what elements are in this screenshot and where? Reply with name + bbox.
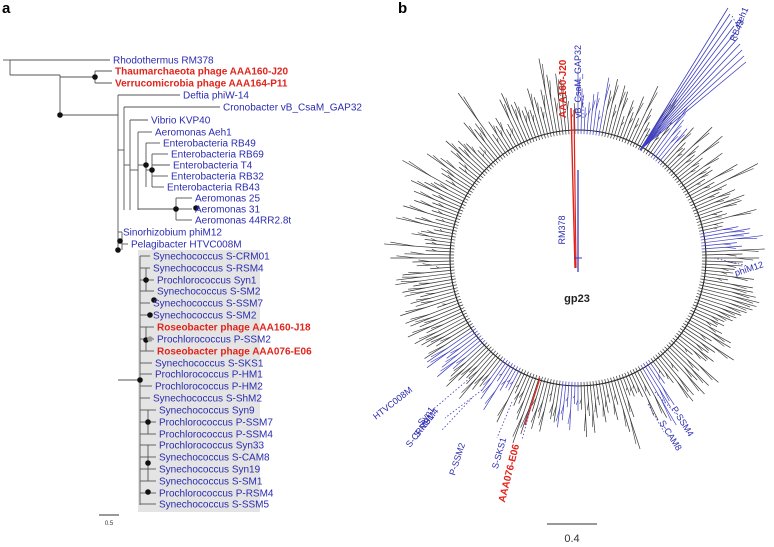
- taxon-label: Rhodothermus RM378: [113, 56, 214, 67]
- taxon-label: Synechococcus Syn19: [159, 465, 261, 476]
- taxon-label: Roseobacter phage AAA076-E06: [157, 347, 312, 358]
- panel-b-center-label: gp23: [564, 293, 590, 305]
- taxon-label: Synechococcus S-ShM2: [153, 394, 262, 405]
- bootstrap-node: [92, 74, 98, 80]
- taxon-label: Prochlorococcus P-RSM4: [159, 489, 274, 500]
- taxon-label: Sinorhizobium phiM12: [123, 228, 222, 239]
- taxon-label: Prochlorococcus Syn33: [159, 441, 264, 452]
- taxon-label: Synechococcus S-SM2: [157, 287, 261, 298]
- taxon-label: Synechococcus S-SSM5: [159, 500, 269, 511]
- bootstrap-node: [151, 297, 157, 303]
- taxon-label: Synechococcus S-RSM4: [153, 264, 264, 275]
- panel-a-scale-bar: 0.5: [99, 514, 119, 527]
- taxon-label: Enterobacteria RB43: [167, 183, 260, 194]
- taxon-label: Synechococcus S-SKS1: [155, 359, 264, 370]
- taxon-label: Deftia phiW-14: [183, 91, 249, 102]
- taxon-label: Cronobacter vB_CsaM_GAP32: [223, 103, 362, 114]
- taxon-label: Vibrio KVP40: [151, 116, 211, 127]
- taxon-label: Prochlorococcus P-HM1: [155, 370, 263, 381]
- bootstrap-node: [143, 162, 149, 168]
- taxon-label: Aeromonas 31: [195, 205, 260, 216]
- panel-a-letter: a: [2, 0, 11, 17]
- bootstrap-node: [145, 419, 151, 425]
- panel-b-branches: [384, 7, 765, 450]
- taxon-label: Enterobacteria T4: [173, 161, 253, 172]
- leaf-label: P-SSM2: [447, 442, 467, 477]
- taxon-label: Prochlorococcus P-HM2: [155, 382, 263, 393]
- taxon-label: Synechococcus Syn9: [159, 406, 255, 417]
- taxon-label: Enterobacteria RB69: [171, 150, 264, 161]
- bootstrap-node: [117, 238, 123, 244]
- bootstrap-node: [173, 206, 179, 212]
- taxon-label: Aeromonas 44RR2.8t: [195, 216, 291, 227]
- taxon-label: Aeromonas Aeh1: [155, 128, 232, 139]
- taxon-label: Pelagibacter HTVC008M: [131, 240, 242, 251]
- bootstrap-node: [143, 277, 149, 283]
- taxon-label: Synechococcus S-CAM8: [159, 453, 270, 464]
- leaf-label: HTVC008M: [371, 385, 414, 422]
- bootstrap-node: [147, 336, 153, 342]
- panel-b-letter: b: [398, 0, 407, 17]
- bootstrap-node: [115, 247, 121, 253]
- leaf-label: RM378: [557, 215, 567, 244]
- bootstrap-node: [193, 205, 199, 211]
- taxon-label: Synechococcus S-CRM01: [153, 252, 270, 263]
- bootstrap-node: [147, 312, 153, 318]
- taxon-label: Thaumarchaeota phage AAA160-J20: [115, 67, 288, 78]
- taxon-label: Prochlorococcus Syn1: [157, 276, 257, 287]
- leaf-label: AAA160-J20: [558, 59, 569, 118]
- taxon-label: Enterobacteria RB32: [171, 172, 264, 183]
- taxon-label: Prochlorococcus P-SSM4: [159, 430, 273, 441]
- panel-b-scale-bar: 0.4: [547, 523, 597, 545]
- taxon-label: Prochlorococcus P-SSM7: [159, 418, 273, 429]
- bootstrap-node: [137, 377, 143, 383]
- bootstrap-node: [145, 489, 151, 495]
- marine-cyanophage-highlight: [138, 250, 260, 512]
- taxon-label: Roseobacter phage AAA160-J18: [157, 323, 311, 334]
- panel-a-scale-label: 0.5: [105, 521, 114, 527]
- bootstrap-node: [57, 112, 63, 118]
- taxon-label: Prochlorococcus P-SSM2: [157, 335, 271, 346]
- taxon-label: Synechococcus S-SM1: [159, 477, 263, 488]
- bootstrap-node: [149, 167, 155, 173]
- leaf-label: vB_CsaM_GAP32: [573, 45, 583, 118]
- taxon-label: Synechococcus S-SSM7: [153, 299, 263, 310]
- panel-a-bootstrap-nodes: [57, 74, 199, 495]
- taxon-label: Aeromonas 25: [195, 194, 260, 205]
- bootstrap-node: [145, 460, 151, 466]
- panel-b-scale-label: 0.4: [564, 533, 579, 545]
- taxon-label: Enterobacteria RB49: [163, 139, 256, 150]
- taxon-label: Verrucomicrobia phage AAA164-P11: [115, 79, 288, 90]
- taxon-label: Synechococcus S-SM2: [153, 311, 257, 322]
